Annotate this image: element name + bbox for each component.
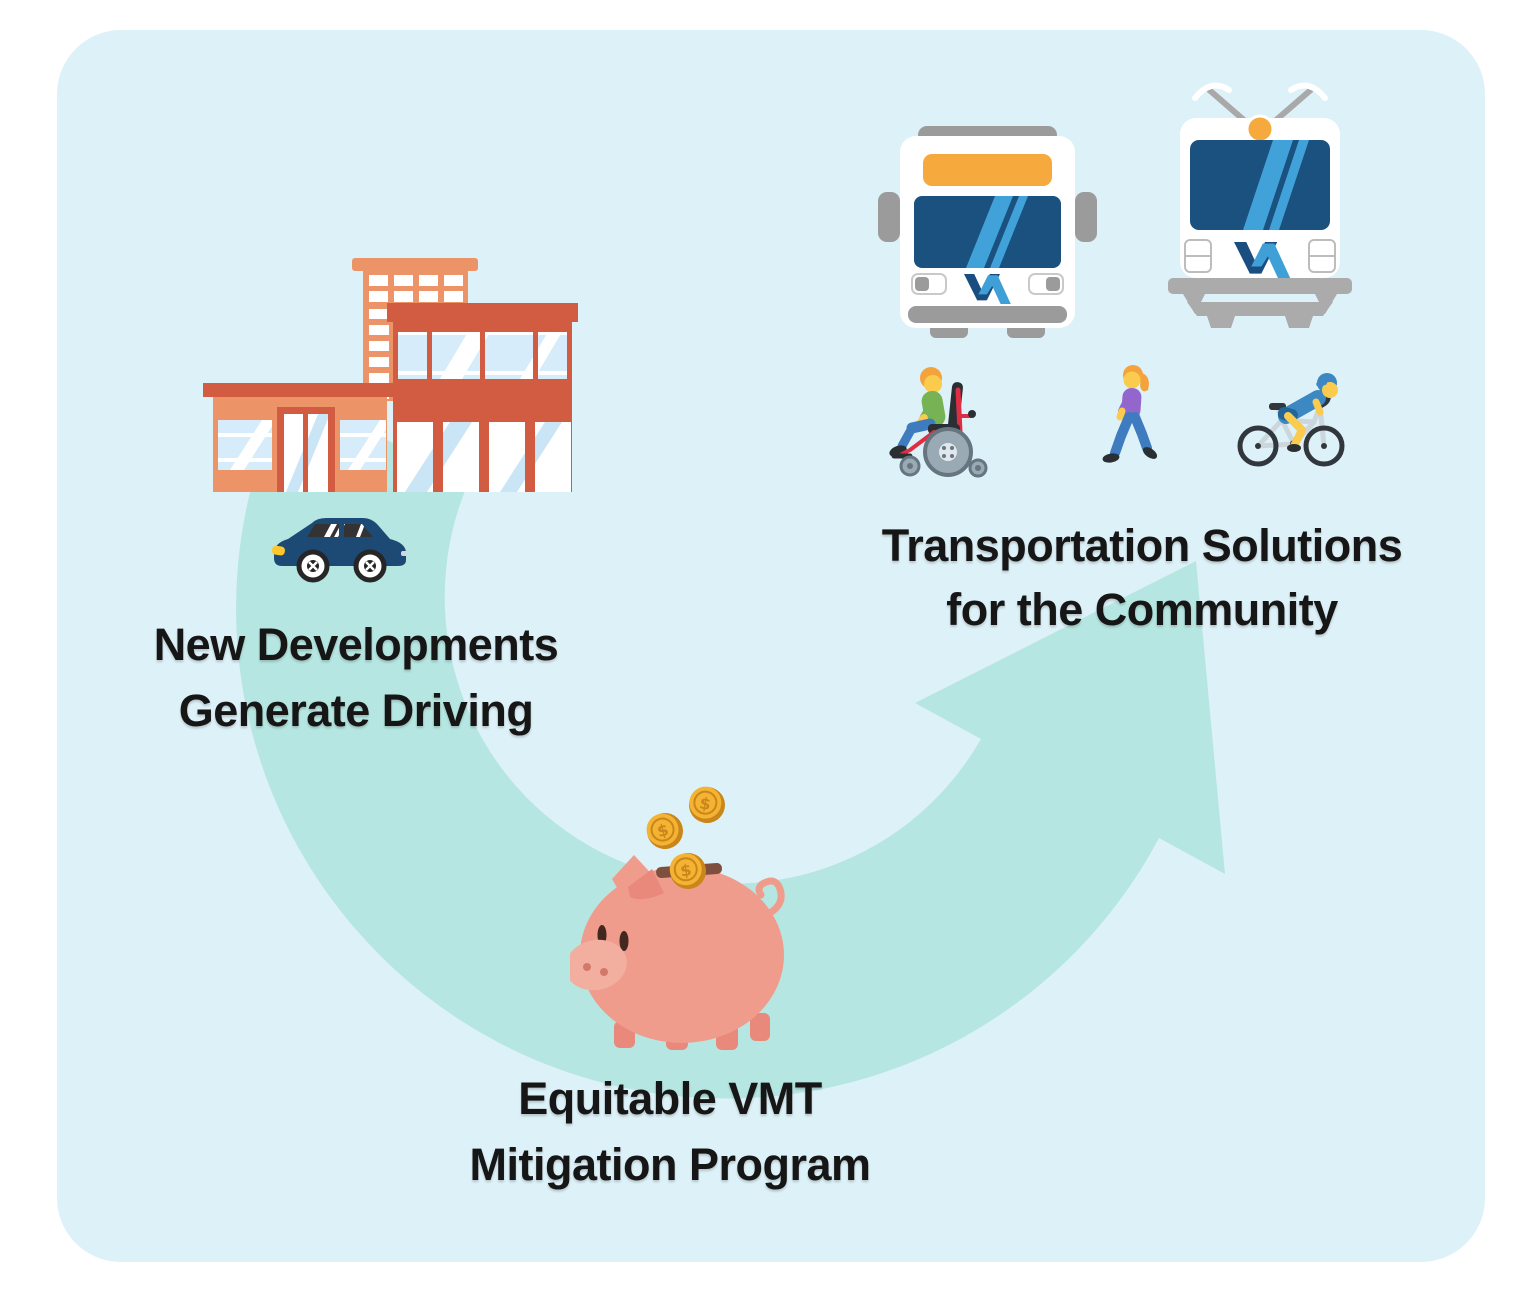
piggy-bank-icon: $ $ $ xyxy=(570,786,785,1050)
rail-headlamp xyxy=(1245,114,1275,144)
car-wheel xyxy=(296,549,330,583)
label-line: New Developments xyxy=(153,619,559,670)
svg-text:$: $ xyxy=(698,793,712,814)
light-rail-icon xyxy=(1168,82,1352,328)
cyclist-icon xyxy=(1237,373,1345,467)
bus-headlight xyxy=(911,273,947,295)
label-line: Equitable VMT xyxy=(518,1073,822,1124)
coin-icon: $ xyxy=(646,813,683,849)
coin-icon: $ xyxy=(669,853,706,889)
bus-headlight xyxy=(1028,273,1064,295)
label-new-developments: New Developments Generate Driving xyxy=(116,612,596,744)
bus-icon xyxy=(878,126,1097,338)
building-icon xyxy=(203,258,578,492)
svg-text:$: $ xyxy=(655,820,671,841)
pedestrian-icon xyxy=(1102,365,1158,463)
wheelchair-user-icon xyxy=(889,367,988,478)
label-transportation-solutions: Transportation Solutions for the Communi… xyxy=(842,514,1442,642)
bus-destination-sign xyxy=(923,154,1052,186)
label-line: for the Community xyxy=(946,584,1338,635)
car-wheel xyxy=(353,549,387,583)
label-equitable-vmt-program: Equitable VMT Mitigation Program xyxy=(420,1066,920,1198)
label-line: Transportation Solutions xyxy=(881,520,1403,571)
rail-marker-light xyxy=(1184,239,1336,273)
coin-icon: $ xyxy=(689,786,725,823)
label-line: Mitigation Program xyxy=(469,1139,871,1190)
rail-undercarriage xyxy=(1168,278,1352,328)
car-icon xyxy=(271,518,408,583)
label-line: Generate Driving xyxy=(178,685,534,736)
svg-text:$: $ xyxy=(679,860,693,880)
